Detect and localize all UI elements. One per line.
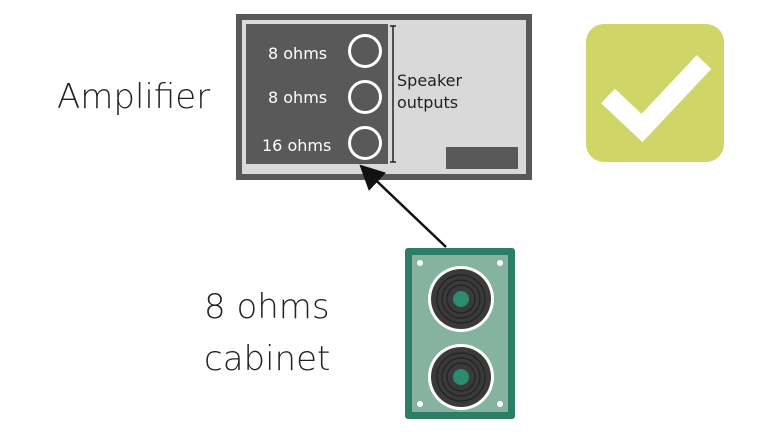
amplifier-vent bbox=[446, 147, 518, 169]
speaker-outputs-caption: Speaker outputs bbox=[397, 70, 462, 114]
cabinet-label-line1: 8 ohms bbox=[204, 287, 330, 327]
speaker-driver-top bbox=[428, 266, 494, 332]
screw-icon bbox=[497, 260, 503, 266]
speaker-outputs-caption-line2: outputs bbox=[397, 93, 459, 112]
output-jack-2 bbox=[348, 80, 382, 114]
outputs-bracket bbox=[390, 25, 396, 163]
checkmark-icon bbox=[586, 24, 724, 162]
output-panel: 8 ohms 8 ohms 16 ohms bbox=[246, 24, 388, 164]
output-jack-1 bbox=[348, 34, 382, 68]
speaker-cabinet bbox=[405, 248, 515, 419]
speaker-outputs-caption-line1: Speaker bbox=[397, 71, 463, 90]
output-label-1: 8 ohms bbox=[268, 44, 328, 63]
output-jack-3 bbox=[348, 126, 382, 160]
amplifier-label: Amplifier bbox=[57, 77, 211, 117]
output-label-2: 8 ohms bbox=[268, 88, 328, 107]
screw-icon bbox=[417, 260, 423, 266]
speaker-driver-bottom bbox=[428, 344, 494, 410]
checkmark-glyph bbox=[601, 55, 712, 143]
output-label-3: 16 ohms bbox=[262, 136, 332, 155]
screw-icon bbox=[417, 401, 423, 407]
cabinet-label-line2: cabinet bbox=[204, 339, 331, 379]
screw-icon bbox=[497, 401, 503, 407]
amplifier: 8 ohms 8 ohms 16 ohms Speaker outputs bbox=[236, 14, 532, 180]
